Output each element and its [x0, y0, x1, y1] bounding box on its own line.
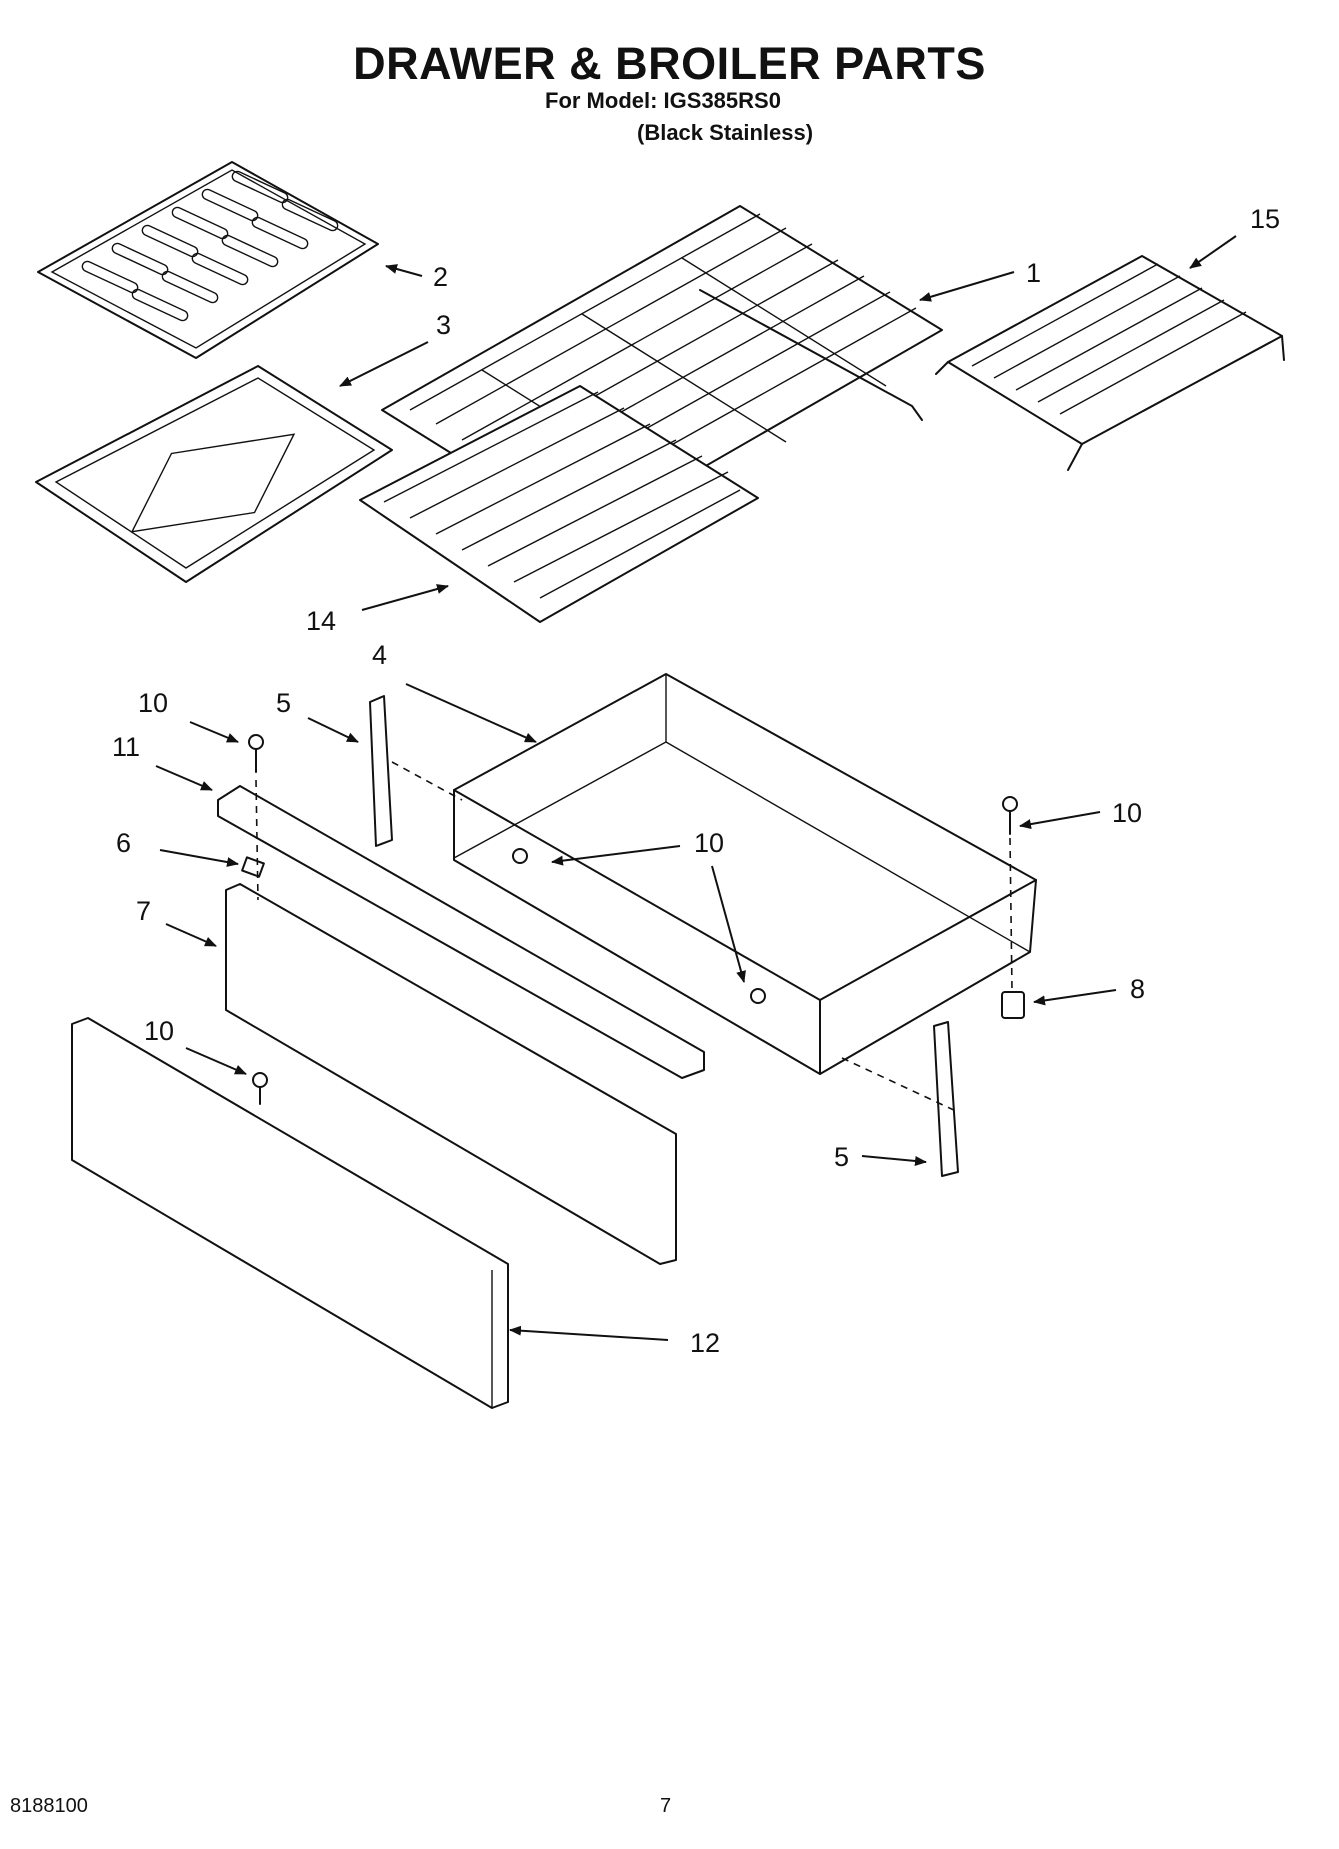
drawer-inner-panel-part [225, 883, 677, 1265]
callout-2: 2 [433, 262, 448, 292]
callout-1: 1 [1026, 258, 1041, 288]
model-number: For Model: IGS385RS0 [545, 88, 781, 113]
lower-rack-part [359, 385, 759, 623]
page-number: 7 [660, 1795, 672, 1817]
model-variant: (Black Stainless) [637, 120, 814, 145]
callout-10-right: 10 [1112, 798, 1142, 828]
callout-8: 8 [1130, 974, 1145, 1004]
drawer-body-part [453, 673, 1037, 1075]
callout-7: 7 [136, 896, 151, 926]
drawer-front-bracket-part [217, 785, 705, 1079]
rollout-rack-part [935, 255, 1285, 471]
callout-5-bottom: 5 [834, 1142, 849, 1172]
callout-3: 3 [436, 310, 451, 340]
callout-14: 14 [306, 606, 336, 636]
callout-10-center: 10 [694, 828, 724, 858]
drawer-clip-part [1001, 991, 1025, 1019]
page-title: DRAWER & BROILER PARTS [353, 38, 986, 89]
leader-arrows [155, 235, 1237, 1341]
screw-part [248, 734, 1018, 1105]
callout-6: 6 [116, 828, 131, 858]
broiler-grid-part [37, 161, 379, 359]
drawer-outer-panel-part [71, 1017, 509, 1409]
callout-11: 11 [112, 732, 140, 762]
callout-12: 12 [690, 1328, 720, 1358]
document-number: 8188100 [10, 1795, 88, 1817]
broiler-pan-part [35, 365, 393, 583]
callout-10-top-left: 10 [138, 688, 168, 718]
callout-15: 15 [1250, 204, 1280, 234]
bracket-clip-part [241, 856, 265, 878]
drawer-glide-part-left [369, 695, 393, 847]
callout-5-top: 5 [276, 688, 291, 718]
callout-4: 4 [372, 640, 387, 670]
callout-10-lower-left: 10 [144, 1016, 174, 1046]
drawer-glide-part-right [933, 1021, 959, 1177]
